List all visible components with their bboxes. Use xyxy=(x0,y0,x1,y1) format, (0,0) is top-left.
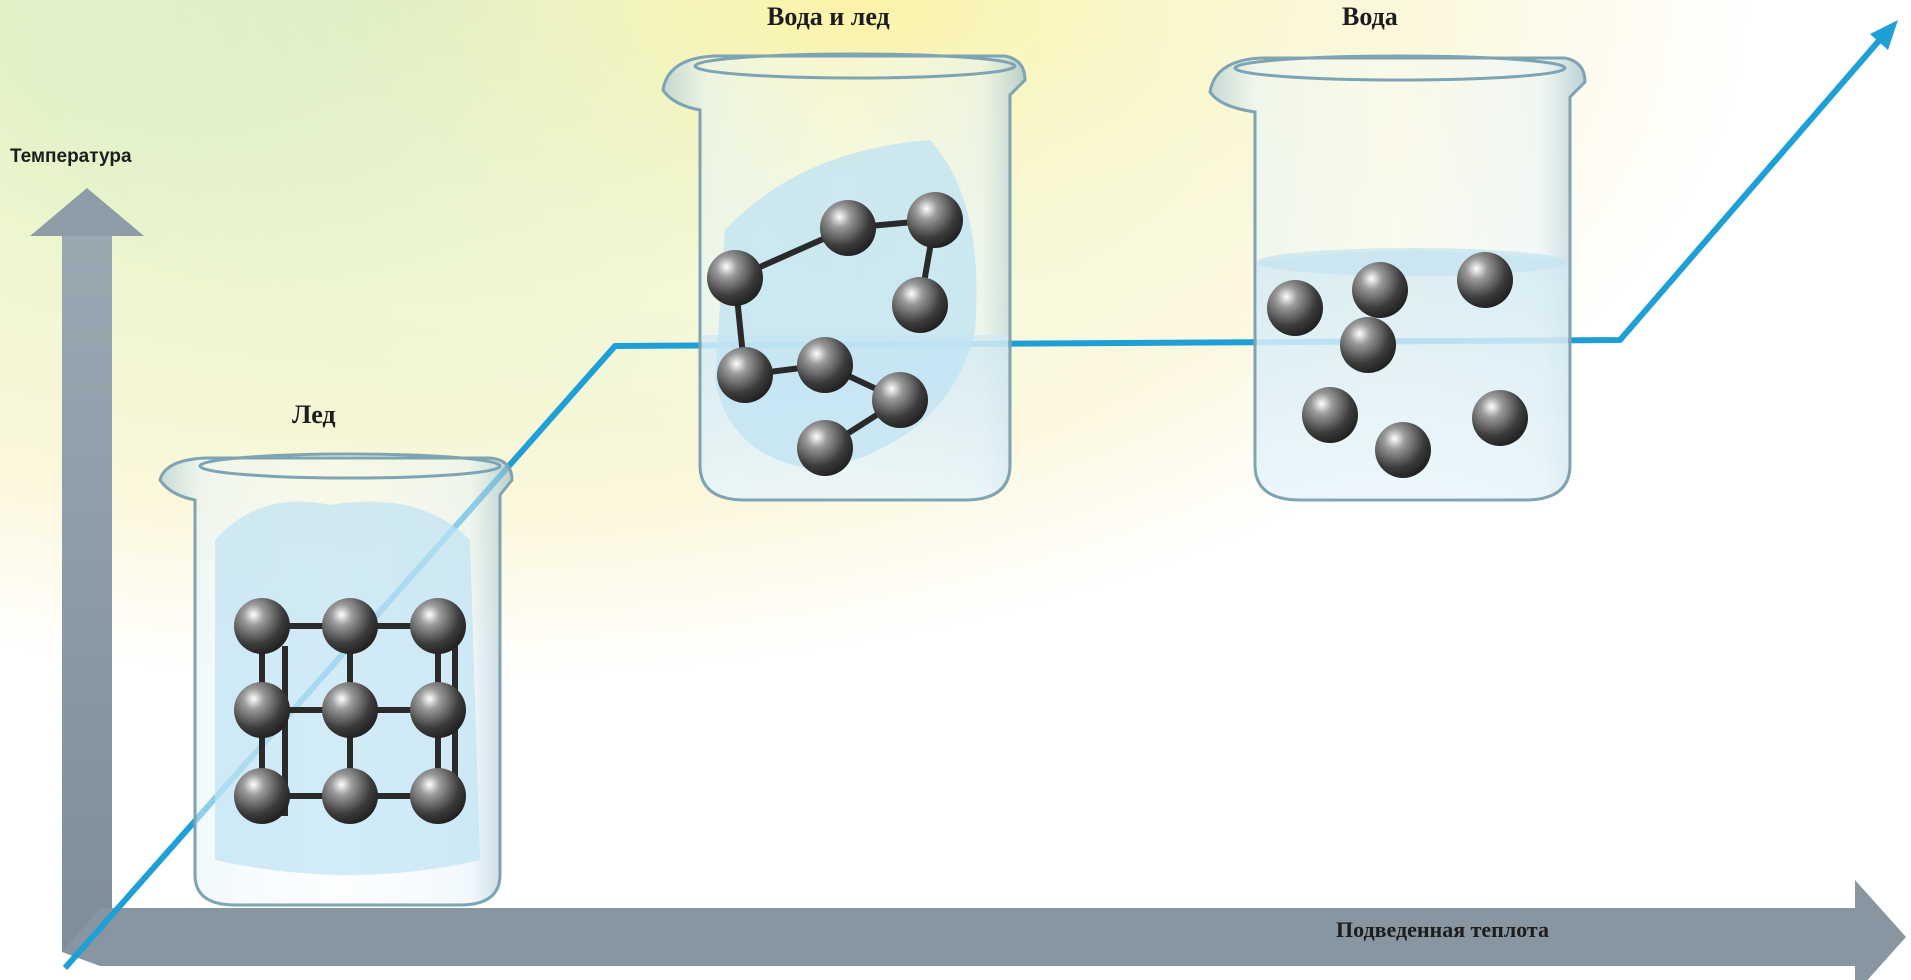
molecule xyxy=(410,598,466,654)
molecule xyxy=(820,200,876,256)
molecule xyxy=(234,768,290,824)
molecule xyxy=(1472,390,1528,446)
beaker-water xyxy=(1210,56,1585,500)
molecule xyxy=(1457,252,1513,308)
molecule xyxy=(797,337,853,393)
molecule xyxy=(1267,280,1323,336)
molecule xyxy=(907,192,963,248)
molecule xyxy=(1375,422,1431,478)
stage-label-water-and-ice: Вода и лед xyxy=(767,2,890,32)
molecule xyxy=(1302,387,1358,443)
molecule xyxy=(872,372,928,428)
molecule xyxy=(234,682,290,738)
water-surface xyxy=(1257,248,1567,276)
beaker-water-and-ice xyxy=(663,54,1025,500)
molecule xyxy=(1352,262,1408,318)
molecule xyxy=(410,768,466,824)
molecule xyxy=(1340,317,1396,373)
molecule xyxy=(717,347,773,403)
molecule xyxy=(322,682,378,738)
beaker-ice xyxy=(160,454,512,905)
molecule xyxy=(707,250,763,306)
molecule xyxy=(234,598,290,654)
molecule xyxy=(322,768,378,824)
stage-label-ice: Лед xyxy=(292,400,336,430)
y-axis-label: Температура xyxy=(10,146,132,168)
molecule xyxy=(410,682,466,738)
molecule xyxy=(892,277,948,333)
molecule xyxy=(797,420,853,476)
stage-label-water: Вода xyxy=(1342,2,1398,32)
molecule xyxy=(322,598,378,654)
ice-molecules xyxy=(234,598,466,824)
x-axis-label: Подведенная теплота xyxy=(1336,917,1549,943)
